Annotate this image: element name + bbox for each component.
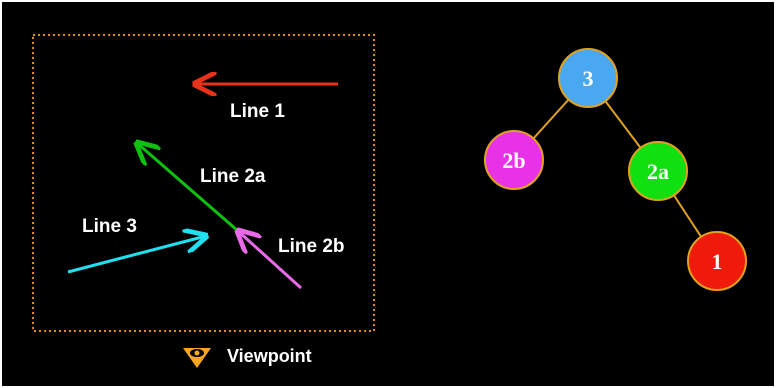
tree-node-1-circle	[687, 231, 747, 291]
tree-node-3-circle	[558, 48, 618, 108]
tree-node-2b-circle	[484, 130, 544, 190]
tree-node-1-label: 1	[712, 249, 723, 274]
line1-label: Line 1	[230, 101, 285, 122]
line2a-arrow	[137, 143, 239, 233]
line2a-label: Line 2a	[200, 166, 266, 187]
tree-node-2a: 2a	[628, 141, 688, 201]
line3-label: Line 3	[82, 216, 137, 237]
line2b-arrow	[238, 231, 303, 290]
line3-arrow	[67, 236, 206, 274]
tree-node-1: 1	[687, 231, 747, 291]
eye-icon	[183, 348, 211, 368]
scene-frame	[32, 34, 375, 332]
tree-node-3-label: 3	[583, 66, 594, 91]
tree-node-2b-label: 2b	[502, 148, 525, 173]
tree-node-2a-label: 2a	[647, 159, 669, 184]
tree-node-2a-circle	[628, 141, 688, 201]
tree-node-2b: 2b	[484, 130, 544, 190]
viewpoint-label: Viewpoint	[227, 346, 312, 366]
line2b-label: Line 2b	[278, 236, 345, 257]
tree-node-3: 3	[558, 48, 618, 108]
